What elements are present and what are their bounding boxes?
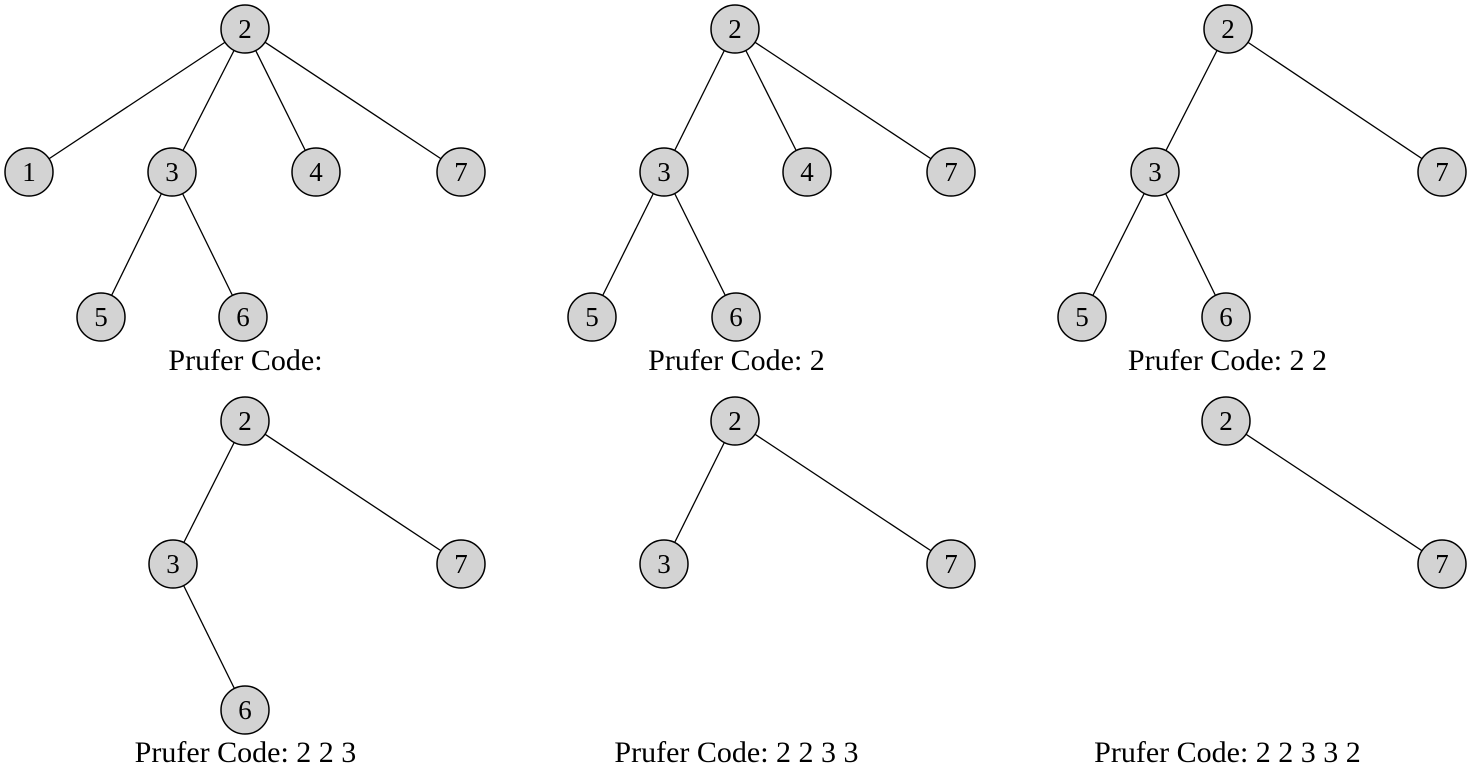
- node-label-7: 7: [1435, 549, 1449, 579]
- edge-2-7: [1225, 420, 1443, 565]
- edge-3-6: [171, 171, 244, 318]
- panel-step-3: 2 3 7 5 6: [1057, 4, 1467, 342]
- node-2: [710, 4, 760, 54]
- edge-2-7: [244, 420, 462, 565]
- node-7: [436, 539, 486, 589]
- node-label-2: 2: [238, 14, 252, 44]
- edge-2-4: [244, 28, 317, 173]
- node-label-7: 7: [944, 157, 958, 187]
- node-4: [291, 147, 341, 197]
- node-label-6: 6: [236, 302, 250, 332]
- edge-2-3: [663, 420, 736, 565]
- node-label-1: 1: [22, 157, 36, 187]
- caption-step-2: Prufer Code: 2: [648, 344, 825, 377]
- node-5: [567, 292, 617, 342]
- node-label-3: 3: [165, 157, 179, 187]
- edge-2-7: [1227, 28, 1443, 173]
- node-3: [639, 147, 689, 197]
- edge-2-7: [734, 420, 952, 565]
- panel-step-2: 2 3 4 7 5 6: [567, 4, 976, 342]
- node-4: [782, 147, 832, 197]
- node-3: [1130, 147, 1180, 197]
- node-6: [218, 292, 268, 342]
- node-3: [147, 147, 197, 197]
- panel-step-6: 27: [1201, 396, 1467, 589]
- node-7: [926, 539, 976, 589]
- edge-2-4: [734, 28, 808, 173]
- node-2: [1201, 396, 1251, 446]
- node-label-7: 7: [454, 549, 468, 579]
- node-label-6: 6: [1219, 302, 1233, 332]
- panel-step-1: 2 1 3 4 7 5 6: [4, 4, 486, 342]
- caption-step-6: Prufer Code: 2 2 3 3 2: [1094, 736, 1361, 769]
- edge-3-5: [100, 171, 173, 318]
- node-3: [639, 539, 689, 589]
- node-label-6: 6: [238, 695, 252, 725]
- edge-3-6: [663, 171, 737, 318]
- node-2: [1203, 4, 1253, 54]
- edge-2-1: [28, 28, 246, 173]
- node-7: [436, 147, 486, 197]
- node-label-5: 5: [585, 302, 599, 332]
- node-6: [220, 685, 270, 735]
- node-label-2: 2: [238, 406, 252, 436]
- node-label-4: 4: [309, 157, 323, 187]
- node-label-2: 2: [1219, 406, 1233, 436]
- node-label-6: 6: [729, 302, 743, 332]
- node-1: [4, 147, 54, 197]
- node-7: [1417, 539, 1467, 589]
- node-label-3: 3: [166, 549, 180, 579]
- edge-3-5: [1081, 171, 1156, 318]
- node-2: [710, 396, 760, 446]
- node-label-7: 7: [944, 549, 958, 579]
- edge-2-3: [171, 28, 246, 173]
- caption-step-4: Prufer Code: 2 2 3: [134, 736, 357, 769]
- edge-2-3: [1154, 28, 1229, 173]
- node-label-7: 7: [454, 157, 468, 187]
- node-6: [711, 292, 761, 342]
- node-7: [926, 147, 976, 197]
- node-5: [1057, 292, 1107, 342]
- node-label-3: 3: [657, 157, 671, 187]
- edge-2-3: [172, 420, 246, 565]
- node-3: [148, 539, 198, 589]
- edge-3-5: [591, 171, 665, 318]
- node-label-3: 3: [657, 549, 671, 579]
- node-label-2: 2: [728, 14, 742, 44]
- node-6: [1201, 292, 1251, 342]
- node-label-4: 4: [800, 157, 814, 187]
- edge-3-6: [1154, 171, 1227, 318]
- node-2: [220, 396, 270, 446]
- node-label-7: 7: [1435, 157, 1449, 187]
- caption-step-3: Prufer Code: 2 2: [1127, 344, 1328, 377]
- caption-step-1: Prufer Code:: [168, 344, 323, 377]
- node-label-3: 3: [1148, 157, 1162, 187]
- node-7: [1417, 147, 1467, 197]
- caption-step-5: Prufer Code: 2 2 3 3: [614, 736, 859, 769]
- node-5: [76, 292, 126, 342]
- panel-step-4: 2 3 7 6: [148, 396, 486, 735]
- node-label-2: 2: [1221, 14, 1235, 44]
- edge-2-3: [663, 28, 736, 173]
- edge-3-6: [172, 563, 246, 711]
- node-2: [220, 4, 270, 54]
- node-label-5: 5: [94, 302, 108, 332]
- edge-2-7: [244, 28, 462, 173]
- panel-step-5: 2 3 7: [639, 396, 976, 589]
- node-label-2: 2: [728, 406, 742, 436]
- edge-2-7: [734, 28, 952, 173]
- node-label-5: 5: [1075, 302, 1089, 332]
